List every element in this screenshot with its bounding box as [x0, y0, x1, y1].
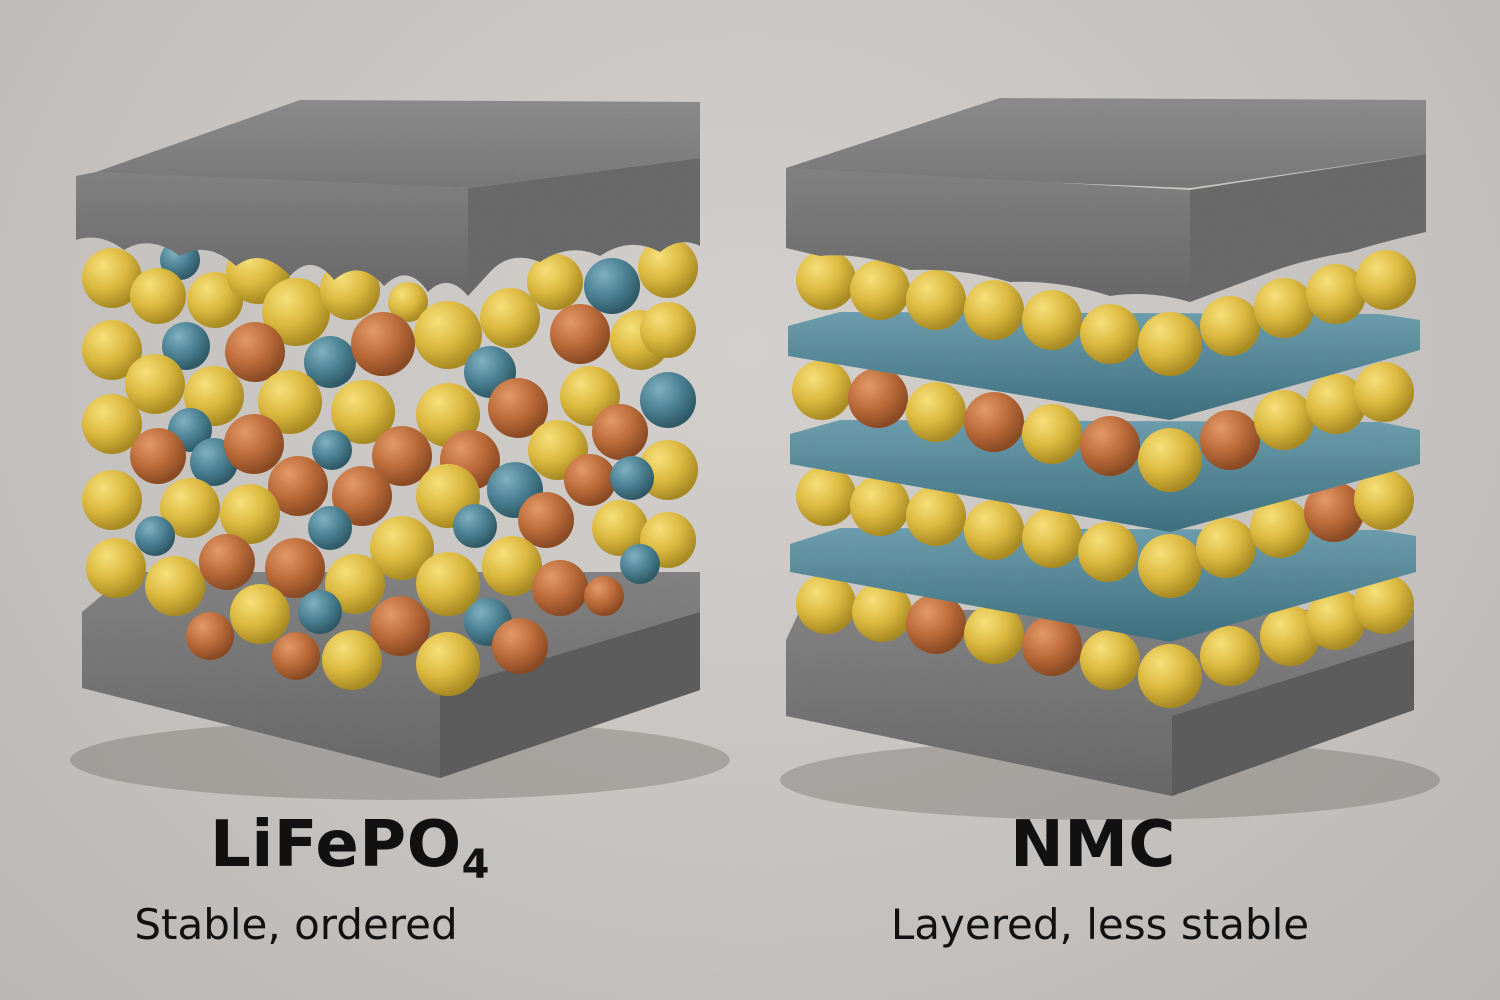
- nmc-top-slab: [786, 98, 1426, 302]
- nmc-sphere-row-4: [796, 574, 1414, 708]
- lifepo4-title: LiFePO4: [100, 808, 600, 888]
- lifepo4-formula: LiFePO: [210, 808, 462, 882]
- nmc-sheet-3: [790, 528, 1416, 642]
- lifepo4-top-slab: [76, 100, 700, 296]
- nmc-formula: NMC: [1010, 808, 1176, 882]
- nmc-subtitle: Layered, less stable: [890, 900, 1310, 949]
- lifepo4-model: [70, 100, 730, 800]
- nmc-sheet-1: [788, 312, 1420, 420]
- nmc-title: NMC: [843, 808, 1343, 882]
- nmc-sphere-row-2: [792, 360, 1414, 492]
- nmc-sphere-row-1: [796, 250, 1416, 376]
- nmc-sphere-row-3: [796, 466, 1414, 598]
- lifepo4-formula-subscript: 4: [461, 842, 490, 888]
- lifepo4-subtitle: Stable, ordered: [134, 900, 458, 949]
- lifepo4-sphere-lattice: [82, 238, 698, 696]
- nmc-sheet-2: [790, 420, 1420, 532]
- nmc-model: [780, 98, 1440, 820]
